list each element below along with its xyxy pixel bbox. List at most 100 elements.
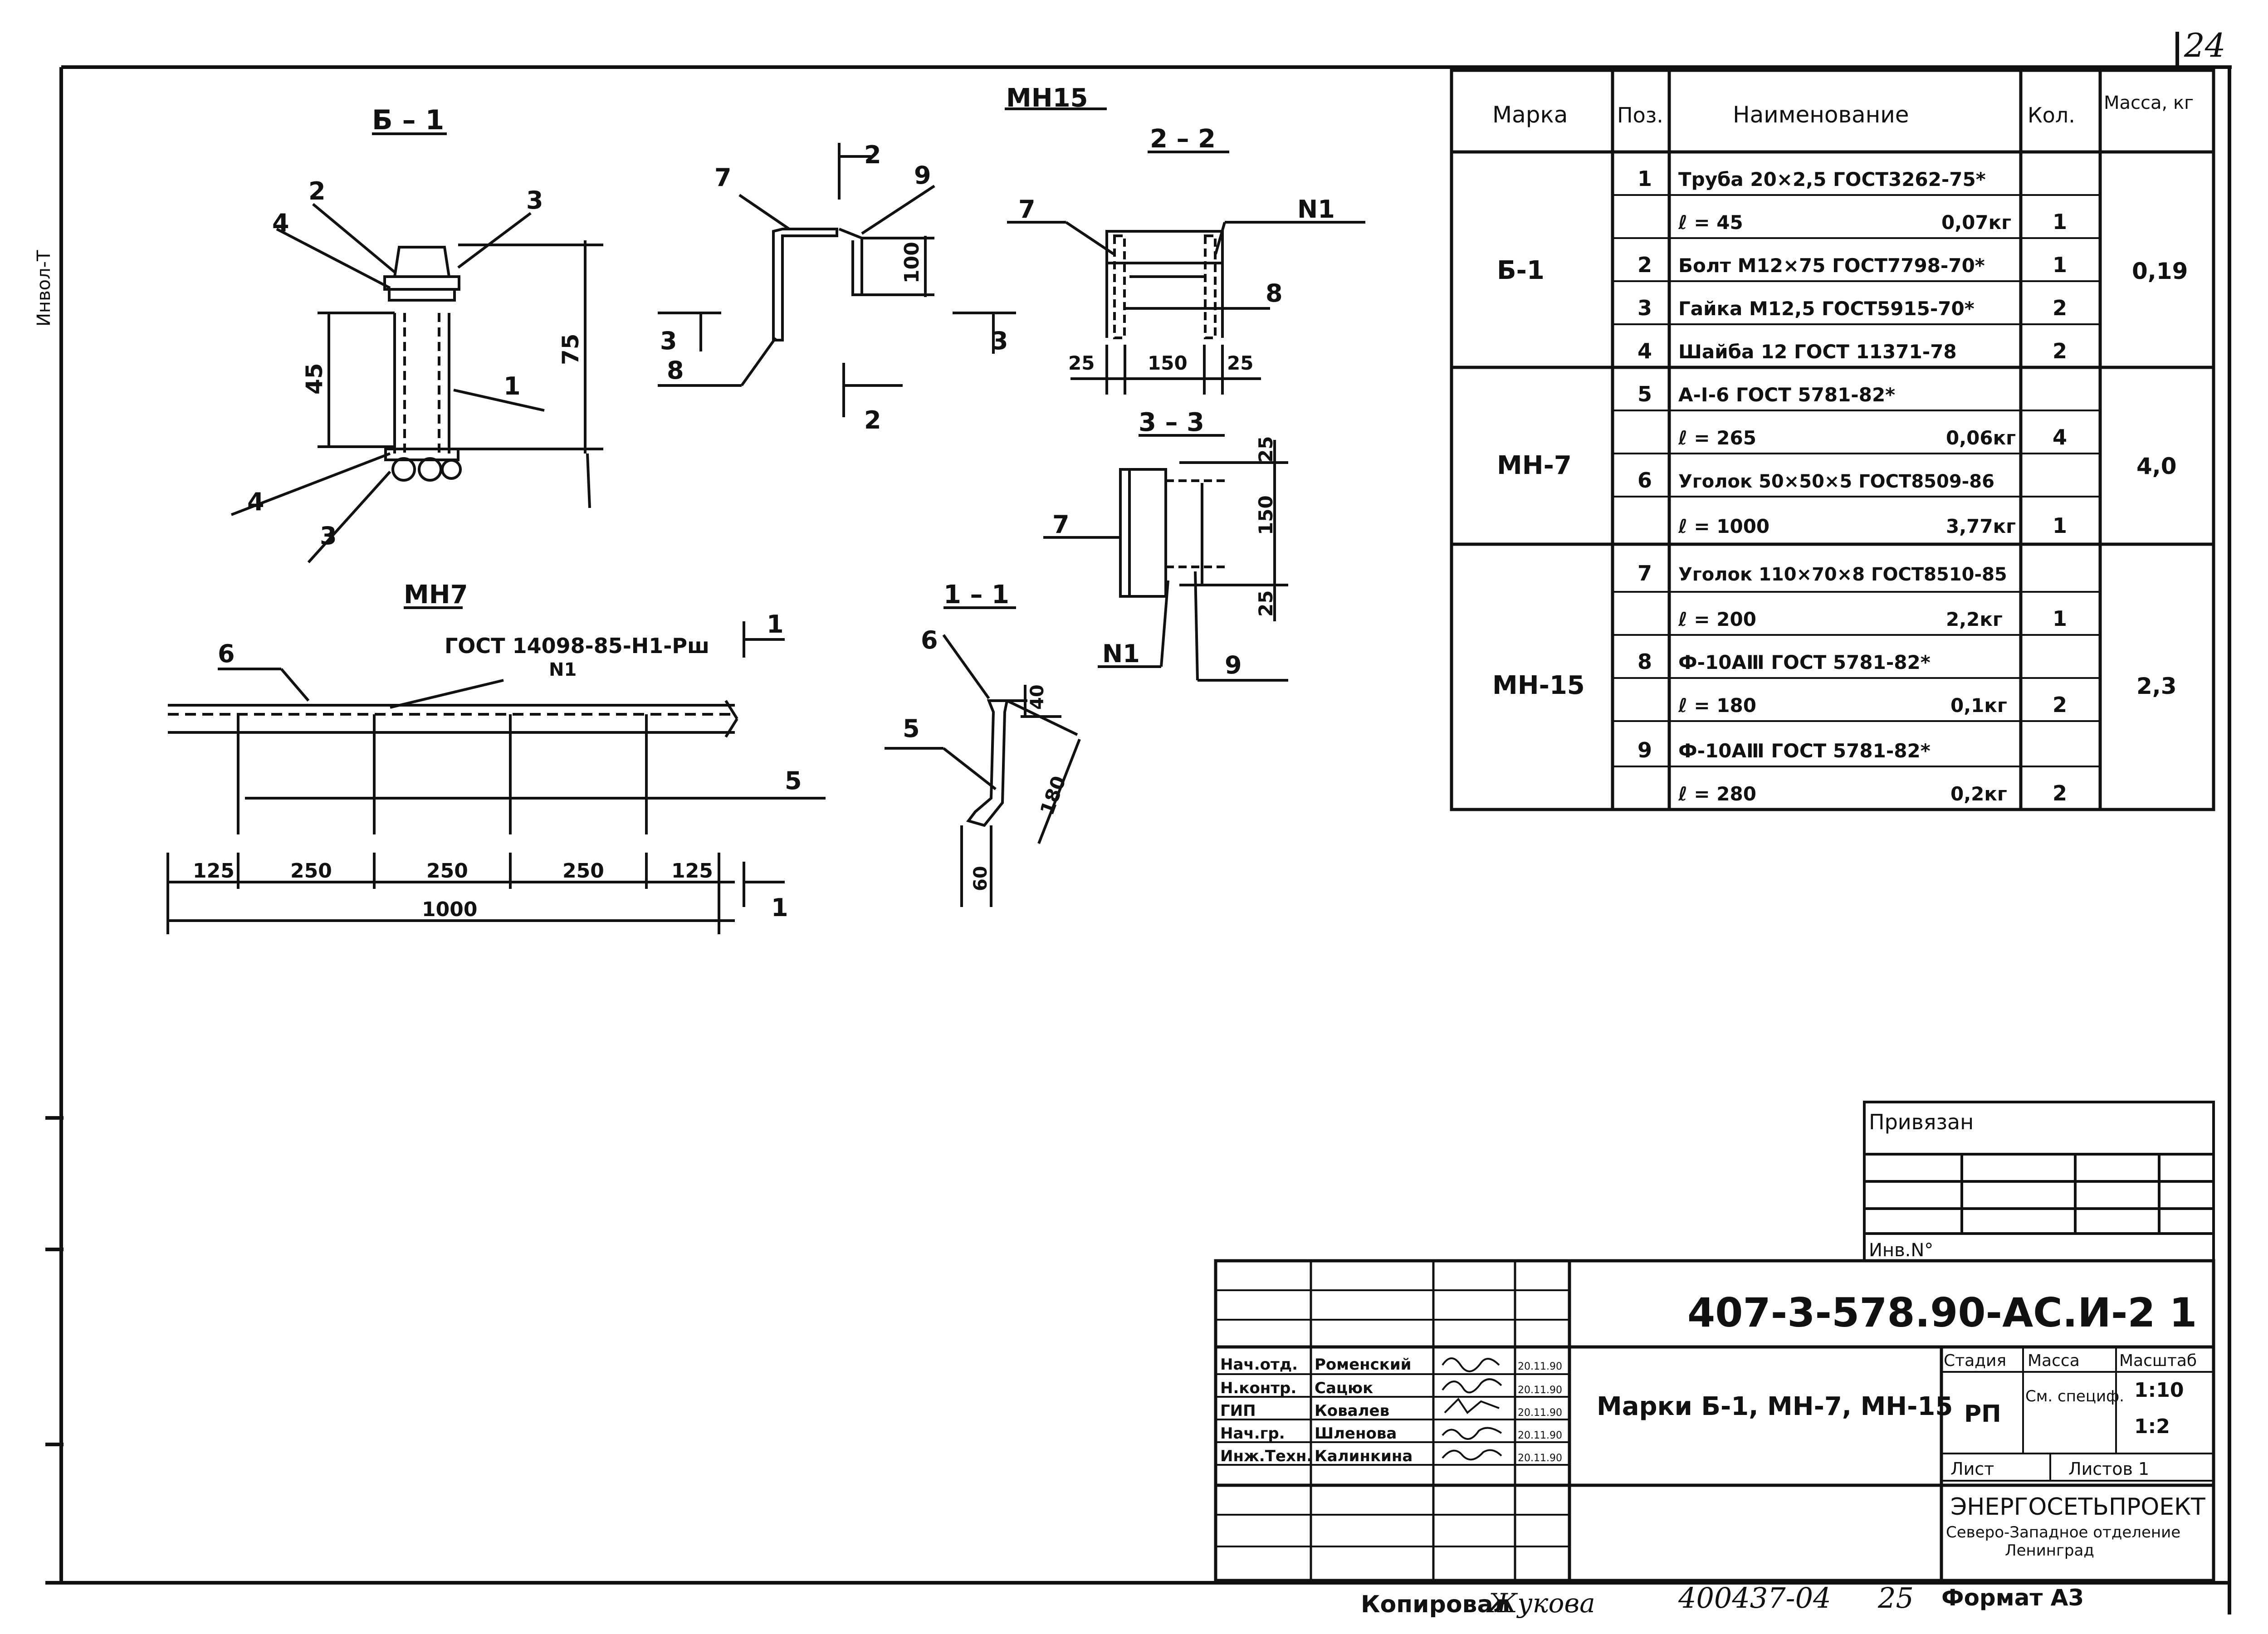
masshtab-label: Масштаб xyxy=(2119,1351,2197,1370)
mn7-dim: 250 xyxy=(562,859,604,883)
spec-name: Гайка М12,5 ГОСТ5915-70* xyxy=(1678,298,1975,320)
org-name: ЭНЕРГОСЕТЬПРОЕКТ xyxy=(1950,1493,2205,1521)
s11-pos5: 5 xyxy=(903,714,920,743)
copied-label: Копировал xyxy=(1361,1591,1510,1618)
s22-title: 2 – 2 xyxy=(1150,124,1216,154)
section-22 xyxy=(1007,151,1365,395)
spec-name: Болт М12×75 ГОСТ7798-70* xyxy=(1678,254,1985,277)
mn7-cut1a: 1 xyxy=(767,610,784,639)
spec-pos: 6 xyxy=(1637,468,1652,493)
listov-label: Листов 1 xyxy=(2068,1459,2149,1479)
spec-name: ℓ = 265 xyxy=(1678,427,1756,449)
sign-name: Шленова xyxy=(1315,1424,1397,1443)
sign-name: Калинкина xyxy=(1315,1447,1413,1465)
b1-pos1: 1 xyxy=(503,372,521,400)
mn7-dim-labels: 125 250 250 250 125 xyxy=(193,859,713,883)
mn15-cut2b: 2 xyxy=(864,406,881,434)
handwritten-signatures xyxy=(1442,1357,1502,1461)
sign-role: Нач.гр. xyxy=(1220,1424,1285,1443)
spec-header-name: Наименование xyxy=(1733,102,1909,128)
spec-name: ℓ = 280 xyxy=(1678,783,1756,805)
mn15-pos9: 9 xyxy=(914,161,931,190)
mn7-dim: 125 xyxy=(671,859,713,883)
spec-pos: 4 xyxy=(1637,339,1652,363)
spec-pos: 8 xyxy=(1637,649,1652,674)
sign-date: 20.11.90 xyxy=(1518,1361,1562,1372)
sign-name: Сацюк xyxy=(1315,1379,1373,1397)
detail-mn7 xyxy=(166,606,826,934)
mn7-pos5: 5 xyxy=(785,766,802,795)
spec-sub: 0,07кг xyxy=(1941,211,2011,234)
spec-mass: 4,0 xyxy=(2136,453,2177,479)
s33-dim25a: 25 xyxy=(1255,436,1277,463)
org-city: Ленинград xyxy=(2005,1541,2094,1560)
s33-title: 3 – 3 xyxy=(1139,408,1204,437)
b1-pos4a: 4 xyxy=(272,209,289,237)
b1-pos4b: 4 xyxy=(247,488,264,516)
mn7-cut1b: 1 xyxy=(771,893,788,922)
massa-label: Масса xyxy=(2028,1351,2080,1370)
detail-b1 xyxy=(230,132,603,564)
spec-qty: 2 xyxy=(2053,781,2067,805)
spec-name: Труба 20×2,5 ГОСТ3262-75* xyxy=(1678,168,1986,190)
s11-dim60: 60 xyxy=(970,866,991,891)
spec-name: ℓ = 180 xyxy=(1678,694,1756,717)
b1-pos3b: 3 xyxy=(320,522,337,550)
mn15-dim100: 100 xyxy=(900,242,924,283)
mn7-total: 1000 xyxy=(422,898,477,921)
spec-mark: МН-15 xyxy=(1492,671,1585,700)
mn7-dim: 125 xyxy=(193,859,235,883)
b1-pos2: 2 xyxy=(308,177,326,205)
s33-pos9: 9 xyxy=(1225,651,1242,679)
spec-sub: 0,2кг xyxy=(1950,783,2007,805)
mn15-cut3b: 3 xyxy=(991,327,1008,355)
mn7-pos6: 6 xyxy=(218,639,235,668)
spec-name: ℓ = 1000 xyxy=(1678,515,1769,537)
privyazan-label: Привязан xyxy=(1869,1110,1974,1134)
spec-name: Ф-10АⅢ ГОСТ 5781-82* xyxy=(1678,651,1931,673)
side-code: Инвол-Т xyxy=(34,250,54,327)
page-number: 24 xyxy=(2184,26,2226,64)
section-11 xyxy=(885,606,1081,907)
sign-role: Нач.отд. xyxy=(1220,1356,1298,1374)
masshtab-value-2: 1:2 xyxy=(2134,1415,2170,1438)
spec-name: Ф-10АⅢ ГОСТ 5781-82* xyxy=(1678,740,1931,762)
massa-value: См. специф. xyxy=(2025,1387,2124,1405)
doc-code: 407-3-578.90-АС.И-2 1 xyxy=(1687,1289,2197,1336)
spec-sub: 3,77кг xyxy=(1946,515,2016,537)
spec-sub: 0,1кг xyxy=(1950,694,2007,717)
spec-header-mark: Марка xyxy=(1492,102,1568,128)
mn7-dim: 250 xyxy=(290,859,332,883)
s11-dim180: 180 xyxy=(1036,773,1070,818)
sign-date: 20.11.90 xyxy=(1518,1407,1562,1419)
sign-role: Инж.Техн. xyxy=(1220,1447,1312,1465)
spec-rows: Б-1 МН-7 МН-15 0,19 4,0 2,3 1 2 3 4 5 6 … xyxy=(1492,166,2188,805)
spec-name: А-I-6 ГОСТ 5781-82* xyxy=(1678,384,1895,406)
s33-posN1: N1 xyxy=(1102,639,1140,668)
mn15-pos7: 7 xyxy=(714,163,732,192)
s22-dim150: 150 xyxy=(1148,352,1188,374)
list-label: Лист xyxy=(1950,1459,1994,1479)
spec-name: Уголок 110×70×8 ГОСТ8510-85 xyxy=(1678,564,2007,585)
s33-dim150: 150 xyxy=(1255,495,1277,535)
spec-mass: 2,3 xyxy=(2136,673,2177,699)
s22-pos8: 8 xyxy=(1266,279,1283,307)
sign-name: Роменский xyxy=(1315,1356,1412,1374)
sign-date: 20.11.90 xyxy=(1518,1453,1562,1464)
spec-qty: 2 xyxy=(2053,339,2067,363)
inv-label: Инв.N° xyxy=(1869,1240,1933,1261)
spec-qty: 1 xyxy=(2053,253,2067,277)
mn15-cut3a: 3 xyxy=(660,327,677,355)
spec-pos: 7 xyxy=(1637,561,1652,585)
spec-name: ℓ = 200 xyxy=(1678,608,1756,630)
archive-sheet: 25 xyxy=(1877,1581,1914,1614)
org-branch: Северо-Западное отделение xyxy=(1946,1523,2180,1541)
spec-qty: 1 xyxy=(2053,513,2067,538)
s33-pos7: 7 xyxy=(1052,510,1070,539)
mn7-dim: 250 xyxy=(426,859,468,883)
s22-dim25b: 25 xyxy=(1227,352,1253,374)
mn7-gost: ГОСТ 14098-85-Н1-Рш xyxy=(445,634,709,658)
spec-pos: 5 xyxy=(1637,382,1652,406)
spec-qty: 2 xyxy=(2053,296,2067,320)
